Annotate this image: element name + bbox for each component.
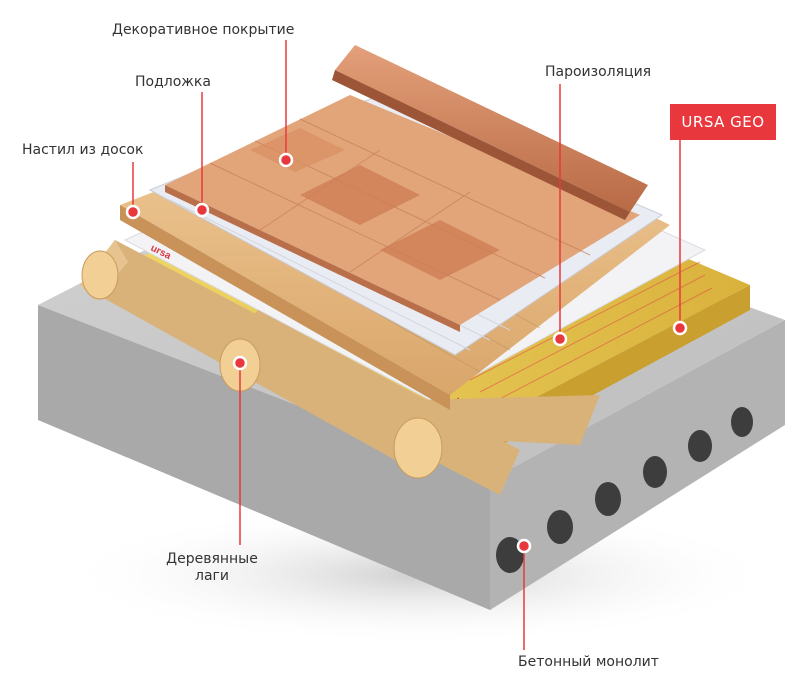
marker-plank-deck bbox=[125, 204, 141, 220]
callout-markers bbox=[125, 152, 688, 554]
label-concrete: Бетонный монолит bbox=[518, 654, 659, 670]
label-joists-line2: лаги bbox=[195, 568, 229, 584]
marker-vapor-barrier bbox=[552, 331, 568, 347]
wooden-joists bbox=[80, 240, 600, 495]
marker-decorative-cover bbox=[278, 152, 294, 168]
joist-end-1 bbox=[81, 250, 119, 300]
marker-joists bbox=[232, 355, 248, 371]
label-joists: Деревянные лаги bbox=[150, 551, 274, 585]
skirting-board bbox=[332, 45, 648, 220]
label-underlay: Подложка bbox=[135, 74, 211, 90]
label-joists-line1: Деревянные bbox=[166, 551, 258, 567]
parquet-cover bbox=[165, 95, 640, 332]
label-decorative-cover: Декоративное покрытие bbox=[112, 22, 295, 38]
marker-concrete bbox=[516, 538, 532, 554]
label-plank-deck: Настил из досок bbox=[22, 142, 144, 158]
joist-end-3 bbox=[393, 417, 443, 479]
marker-brand bbox=[672, 320, 688, 336]
marker-underlay bbox=[194, 202, 210, 218]
brand-badge: URSA GEO bbox=[670, 104, 776, 140]
callout-leaders bbox=[132, 40, 681, 650]
label-vapor-barrier: Пароизоляция bbox=[545, 64, 652, 80]
